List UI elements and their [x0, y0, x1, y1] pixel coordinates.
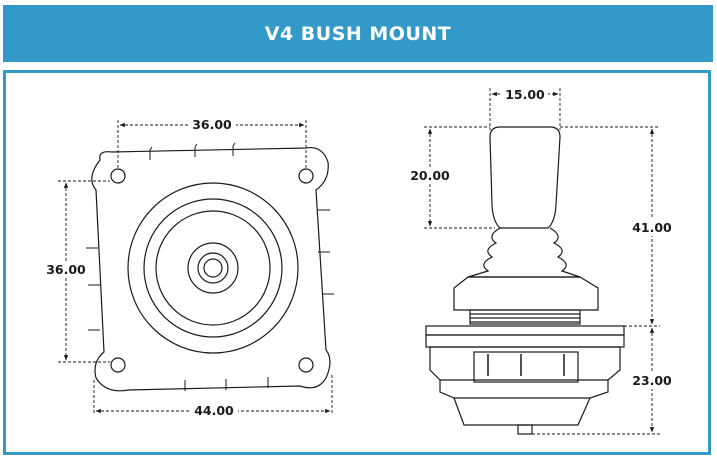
- boot-ring: [187, 242, 239, 294]
- top-view: [86, 142, 334, 392]
- connector-window: [473, 351, 579, 383]
- mount-hole: [298, 357, 314, 373]
- dim-below-mount: 23.00: [632, 373, 672, 388]
- dim-handle-width: 15.00: [505, 87, 545, 102]
- top-view-dimensions: 36.00 36.00 44.00: [42, 116, 333, 418]
- mount-hole: [110, 357, 126, 373]
- bellows-boot: [467, 227, 581, 278]
- title-banner: V4 BUSH MOUNT: [3, 5, 713, 62]
- mount-hole: [110, 168, 126, 184]
- flange-base: [425, 334, 625, 348]
- side-view: [425, 126, 625, 435]
- shaft-stub: [517, 424, 533, 435]
- bush-nut: [453, 276, 599, 311]
- body: [429, 346, 621, 426]
- outer-ring: [127, 182, 299, 354]
- dim-handle-height: 20.00: [410, 168, 450, 183]
- pins: [86, 142, 334, 391]
- dim-left-height: 36.00: [46, 262, 86, 277]
- bezel-ring: [143, 198, 283, 338]
- threaded-collar: [469, 309, 581, 325]
- flange-plate: [425, 325, 625, 336]
- dim-top-width: 36.00: [192, 117, 232, 132]
- dim-above-mount: 41.00: [632, 220, 672, 235]
- page-title: V4 BUSH MOUNT: [264, 22, 452, 45]
- shaft-ring: [197, 252, 229, 284]
- shaft-center: [203, 258, 223, 278]
- dim-overall-width: 44.00: [194, 403, 234, 418]
- handle: [489, 126, 561, 229]
- mounting-plate-outline: [91, 146, 331, 392]
- drawing-frame: [3, 70, 711, 455]
- mount-hole: [298, 168, 314, 184]
- bezel-inner-ring: [155, 210, 271, 326]
- side-view-dimensions: 15.00 20.00 41.00 23.00: [406, 86, 676, 435]
